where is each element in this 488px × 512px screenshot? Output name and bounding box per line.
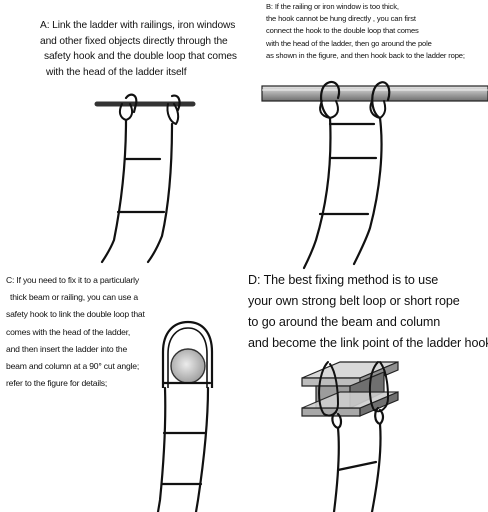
caption-line: A: Link the ladder with railings, iron w… <box>40 20 236 31</box>
caption-line: with the head of the ladder, then go aro… <box>266 38 432 48</box>
caption-line: and then insert the ladder into the <box>6 343 128 354</box>
caption-line: safety hook and the double loop that com… <box>44 51 237 62</box>
double-loop <box>118 103 180 125</box>
double-loop <box>319 100 387 119</box>
ladder-rope-left <box>100 118 128 264</box>
caption-line: as shown in the figure, and then hook ba… <box>266 50 465 60</box>
caption-line: with the head of the ladder itself <box>46 66 187 78</box>
caption-line: C: If you need to fix it to a particular… <box>6 275 139 285</box>
ladder-rope-right <box>146 122 174 264</box>
ladder-rope-right <box>370 422 382 512</box>
caption-line: thick beam or railing, you can use a <box>10 292 138 303</box>
caption-line: your own strong belt loop or short rope <box>248 294 460 308</box>
caption-line: comes with the head of the ladder, <box>6 326 131 337</box>
i-beam <box>301 361 399 417</box>
ladder-rope-right <box>194 386 210 512</box>
figure-a <box>94 93 196 264</box>
caption-line: safety hook to link the double loop that <box>6 309 145 320</box>
caption-line: D: The best fixing method is to use <box>248 273 439 287</box>
caption-line: beam and column at a 90° cut angle; <box>6 361 140 372</box>
beam-cross-section <box>161 320 214 388</box>
caption-method-c: C: If you need to fix it to a particular… <box>6 272 145 392</box>
ladder-rope-right <box>352 116 383 266</box>
ladder-rungs <box>160 381 212 486</box>
thick-pole <box>261 85 488 102</box>
caption-method-b: B: If the railing or iron window is too … <box>266 1 465 62</box>
caption-line: and become the link point of the ladder … <box>248 336 488 350</box>
caption-line: connect the hook to the double loop that… <box>266 26 419 36</box>
ladder-rungs <box>318 122 378 216</box>
caption-line: B: If the railing or iron window is too … <box>266 2 399 11</box>
safety-hook <box>124 93 181 114</box>
ladder-rope-left <box>302 116 332 270</box>
caption-line: the hook cannot be hung directly , you c… <box>266 14 416 24</box>
ladder-rope-left <box>156 386 167 512</box>
caption-line: refer to the figure for details; <box>6 378 108 389</box>
caption-method-d: D: The best fixing method is to use your… <box>248 270 488 354</box>
caption-line: to go around the beam and column <box>248 315 441 329</box>
safety-hook <box>320 80 391 120</box>
ladder-rope-left <box>332 426 340 512</box>
figure-b <box>261 80 488 270</box>
caption-method-a: A: Link the ladder with railings, iron w… <box>40 18 237 80</box>
caption-line: and other fixed objects directly through… <box>40 35 228 47</box>
figure-d <box>301 361 399 512</box>
ladder-rungs <box>336 460 378 472</box>
ladder-rungs <box>116 157 166 214</box>
figure-c <box>156 320 214 512</box>
